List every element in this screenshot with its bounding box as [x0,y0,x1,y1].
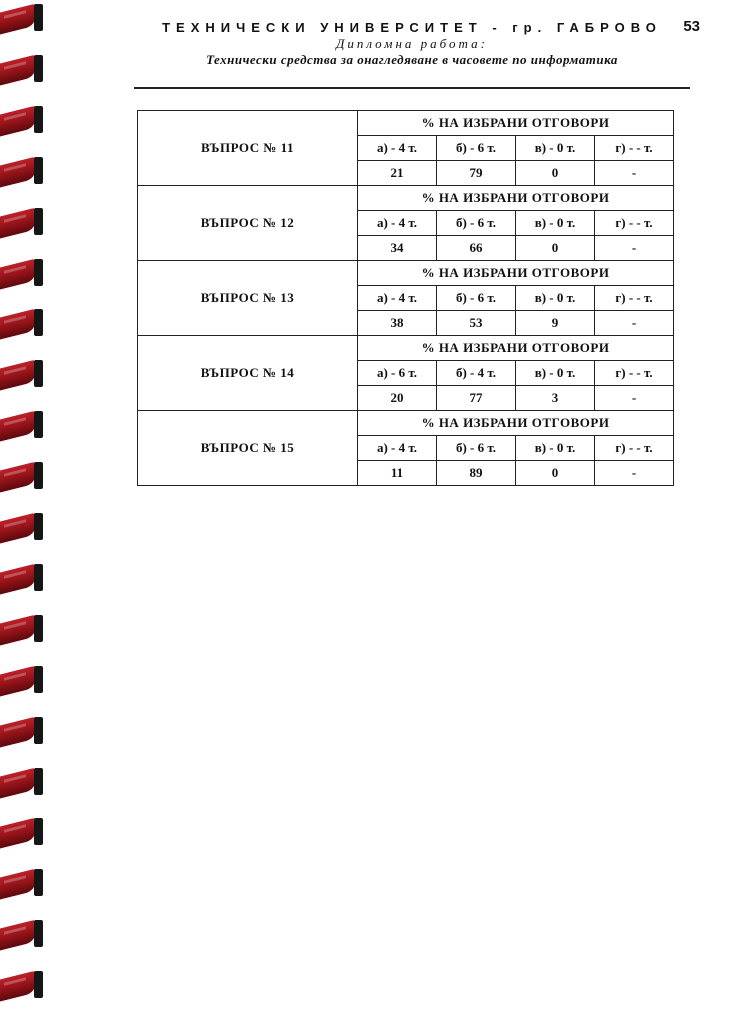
option-cell: в) - 0 т. [515,210,595,236]
percent-heading: % НА ИЗБРАНИ ОТГОВОРИ [356,410,675,436]
binding-ring [0,918,44,951]
option-cell: г) - - т. [593,360,675,386]
option-cell: б) - 6 т. [436,135,516,161]
binding-ring [0,307,44,340]
binding-ring [0,511,44,544]
value-cell: 89 [436,460,516,486]
binding-ring [0,2,44,35]
percent-heading: % НА ИЗБРАНИ ОТГОВОРИ [356,260,675,286]
option-cell: г) - - т. [593,285,675,311]
page-number: 53 [683,18,700,35]
value-cell: 79 [436,160,516,186]
value-cell: 38 [357,310,437,336]
binding-ring [0,664,44,697]
option-cell: б) - 6 т. [436,435,516,461]
option-cell: в) - 0 т. [515,360,595,386]
question-heading-row: ВЪПРОС № 15 % НА ИЗБРАНИ ОТГОВОРИ [137,410,675,486]
option-cell: а) - 4 т. [357,210,437,236]
value-cell: 9 [515,310,595,336]
binding-ring [0,816,44,849]
option-cell: в) - 0 т. [515,135,595,161]
option-cell: в) - 0 т. [515,435,595,461]
values-row: 21 79 0 - [138,160,675,186]
option-cell: а) - 4 т. [357,135,437,161]
option-cell: а) - 4 т. [357,435,437,461]
binding-ring [0,409,44,442]
question-heading-row: ВЪПРОС № 14 % НА ИЗБРАНИ ОТГОВОРИ [137,335,675,411]
value-cell: 21 [357,160,437,186]
option-cell: а) - 6 т. [357,360,437,386]
thesis-label: Дипломна работа: [336,36,488,51]
results-table: ВЪПРОС № 11 % НА ИЗБРАНИ ОТГОВОРИ а) - 4… [137,110,675,486]
question-label: ВЪПРОС № 11 [137,110,358,186]
university-name: ТЕХНИЧЕСКИ УНИВЕРСИТЕТ - гр. ГАБРОВО [162,20,662,35]
value-cell: 77 [436,385,516,411]
value-cell: 34 [357,235,437,261]
value-cell: - [593,310,675,336]
page-header: ТЕХНИЧЕСКИ УНИВЕРСИТЕТ - гр. ГАБРОВО 53 … [132,18,700,89]
binding-ring [0,613,44,646]
question-heading-row: ВЪПРОС № 11 % НА ИЗБРАНИ ОТГОВОРИ [137,110,675,186]
binding-ring [0,766,44,798]
value-cell: 0 [515,235,595,261]
question-label: ВЪПРОС № 14 [137,335,358,411]
value-cell: - [593,235,675,261]
binding-ring [0,206,44,239]
binding-ring [0,969,44,1002]
option-cell: б) - 4 т. [436,360,516,386]
binding-ring [0,257,44,289]
value-cell: 3 [515,385,595,411]
binding-ring [0,867,44,900]
binding-ring [0,358,44,391]
binding-ring [0,715,44,748]
option-cell: а) - 4 т. [357,285,437,311]
percent-heading: % НА ИЗБРАНИ ОТГОВОРИ [356,185,675,211]
option-cell: в) - 0 т. [515,285,595,311]
binding-ring [0,562,44,595]
question-label: ВЪПРОС № 12 [137,185,358,261]
thesis-topic: Технически средства за онагледяване в ча… [206,52,618,67]
question-heading-row: ВЪПРОС № 13 % НА ИЗБРАНИ ОТГОВОРИ [137,260,675,336]
value-cell: - [593,385,675,411]
option-cell: г) - - т. [593,135,675,161]
value-cell: 0 [515,460,595,486]
values-row: 38 53 9 - [138,310,675,336]
header-rule [134,87,690,89]
option-cell: г) - - т. [593,435,675,461]
values-row: 11 89 0 - [138,460,675,486]
option-cell: б) - 6 т. [436,285,516,311]
options-row: а) - 6 т. б) - 4 т. в) - 0 т. г) - - т. [138,360,675,386]
question-label: ВЪПРОС № 13 [137,260,358,336]
binding-ring [0,104,44,137]
percent-heading: % НА ИЗБРАНИ ОТГОВОРИ [356,110,675,136]
value-cell: 53 [436,310,516,336]
options-row: а) - 4 т. б) - 6 т. в) - 0 т. г) - - т. [138,285,675,311]
option-cell: г) - - т. [593,210,675,236]
options-row: а) - 4 т. б) - 6 т. в) - 0 т. г) - - т. [138,210,675,236]
value-cell: 66 [436,235,516,261]
binding-ring [0,155,44,188]
options-row: а) - 4 т. б) - 6 т. в) - 0 т. г) - - т. [138,135,675,161]
value-cell: 11 [357,460,437,486]
percent-heading: % НА ИЗБРАНИ ОТГОВОРИ [356,335,675,361]
option-cell: б) - 6 т. [436,210,516,236]
value-cell: - [593,460,675,486]
spiral-binding [0,0,46,1024]
value-cell: - [593,160,675,186]
question-heading-row: ВЪПРОС № 12 % НА ИЗБРАНИ ОТГОВОРИ [137,185,675,261]
binding-ring [0,53,44,86]
question-label: ВЪПРОС № 15 [137,410,358,486]
options-row: а) - 4 т. б) - 6 т. в) - 0 т. г) - - т. [138,435,675,461]
value-cell: 0 [515,160,595,186]
value-cell: 20 [357,385,437,411]
binding-ring [0,460,44,493]
